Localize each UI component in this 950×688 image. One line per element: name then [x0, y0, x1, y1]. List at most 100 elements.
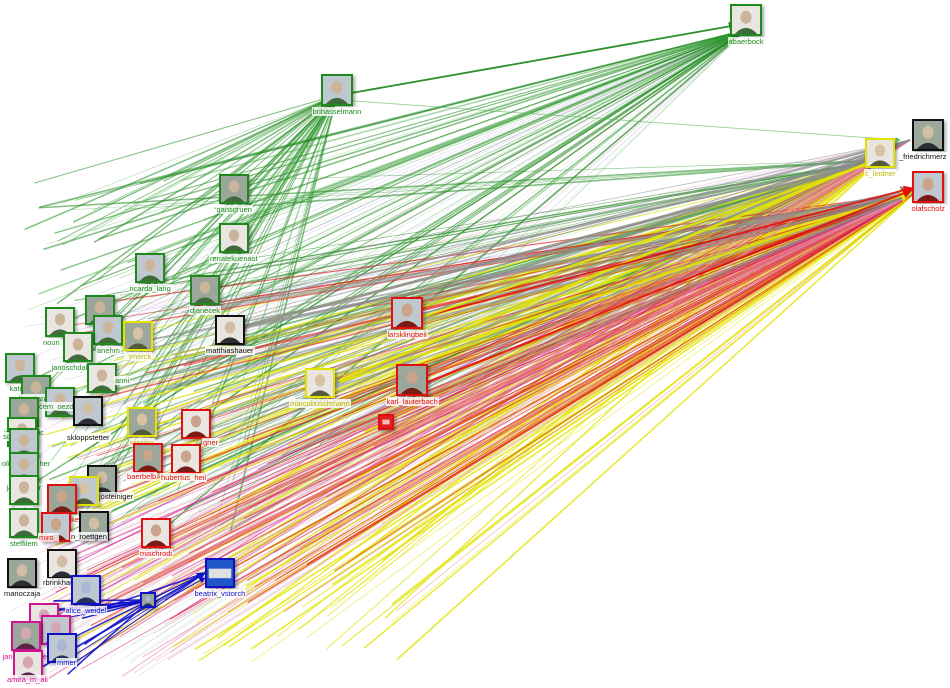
graph-edge	[43, 192, 916, 436]
graph-edge	[95, 29, 747, 313]
graph-edge	[419, 188, 913, 386]
graph-edge	[163, 94, 338, 182]
graph-edge	[24, 94, 338, 231]
profile-photo-icon	[173, 446, 199, 472]
node-brihasselmann[interactable]	[321, 74, 353, 106]
graph-edge	[419, 158, 882, 320]
node-nouri[interactable]	[45, 307, 75, 337]
node-katdro[interactable]	[5, 353, 35, 383]
graph-edge	[145, 192, 916, 374]
graph-edge	[81, 599, 151, 620]
graph-edge	[339, 99, 901, 143]
profile-photo-icon	[49, 551, 75, 577]
node-ricarda-lang[interactable]	[135, 253, 165, 283]
graph-edge	[169, 94, 338, 286]
node-beatrix-vstorch[interactable]	[205, 558, 235, 588]
node-kuehnikev[interactable]	[47, 484, 77, 514]
graph-edge	[251, 192, 916, 650]
profile-photo-icon	[89, 365, 115, 391]
graph-edge	[132, 192, 916, 556]
profile-photo-icon	[49, 486, 75, 512]
node-mmer[interactable]	[47, 633, 77, 663]
graph-edge	[391, 192, 916, 605]
node-abaerbock[interactable]	[730, 4, 762, 36]
graph-edge	[182, 29, 747, 249]
graph-edge	[36, 29, 747, 482]
node-hubertus-heil[interactable]	[171, 444, 201, 474]
graph-edge	[223, 159, 881, 288]
graph-edge	[61, 29, 747, 340]
graph-edge	[76, 139, 911, 459]
node-alice-weidel[interactable]	[71, 575, 101, 605]
node-spd-small[interactable]	[378, 414, 394, 430]
graph-edge	[49, 192, 916, 579]
node-marcobuschmann[interactable]	[305, 368, 335, 398]
node-wissing[interactable]	[127, 407, 157, 437]
profile-photo-icon	[11, 510, 37, 536]
profile-photo-icon	[143, 520, 169, 546]
graph-edge	[34, 94, 338, 184]
node-baerbelb[interactable]	[133, 443, 163, 473]
graph-edge	[86, 29, 747, 482]
node-schulze[interactable]	[9, 475, 39, 505]
graph-edge	[149, 192, 916, 608]
node-cem-oezdemir[interactable]	[45, 387, 75, 417]
graph-edge	[194, 192, 916, 650]
node-friedrichmerz[interactable]	[912, 119, 944, 151]
graph-edge	[113, 192, 916, 390]
node-matthiashauer[interactable]	[215, 315, 245, 345]
graph-edge	[74, 572, 206, 664]
node-anehm[interactable]	[93, 315, 123, 345]
node-skloppstetter[interactable]	[73, 396, 103, 426]
node-larsklingbeil[interactable]	[391, 297, 423, 329]
node-gansgruen[interactable]	[219, 174, 249, 204]
graph-edge	[204, 192, 916, 481]
node-karl-lauterbach[interactable]	[396, 364, 428, 396]
profile-photo-icon	[49, 635, 75, 661]
graph-edge	[306, 192, 916, 566]
graph-edge	[121, 139, 911, 677]
profile-photo-icon	[323, 76, 351, 104]
graph-edge	[395, 192, 916, 662]
graph-edge	[229, 186, 914, 332]
node-jmerck[interactable]	[123, 321, 153, 351]
node-afd-small[interactable]	[140, 592, 156, 608]
node-c-lindner[interactable]	[865, 138, 895, 168]
node-renatekuenast[interactable]	[219, 223, 249, 253]
node-mischrodi[interactable]	[141, 518, 171, 548]
graph-edge	[37, 192, 916, 591]
graph-edge	[119, 139, 911, 296]
profile-photo-icon	[73, 577, 99, 603]
profile-photo-icon	[307, 370, 333, 396]
profile-photo-icon	[81, 513, 107, 539]
graph-edge	[213, 29, 747, 487]
graph-edge	[142, 192, 916, 658]
graph-edge	[185, 139, 911, 363]
node-steffilemke[interactable]	[9, 508, 39, 538]
node-amira-m-ali[interactable]	[13, 650, 43, 680]
graph-edge	[306, 192, 916, 638]
node-olafscholz[interactable]	[912, 171, 944, 203]
profile-photo-icon	[221, 176, 247, 202]
graph-edge	[54, 29, 747, 234]
graph-edge	[53, 599, 151, 602]
graph-edge	[164, 577, 206, 601]
node-miro-[interactable]	[41, 512, 71, 542]
node-sven[interactable]	[85, 295, 115, 325]
profile-photo-icon	[142, 594, 154, 606]
node-janine-wissler[interactable]	[11, 621, 41, 651]
node-gner[interactable]	[181, 409, 211, 439]
node-n-roettgen[interactable]	[79, 511, 109, 541]
node-anni[interactable]	[87, 363, 117, 393]
node-janoschdahmen[interactable]	[63, 332, 93, 362]
graph-edge	[326, 159, 881, 650]
node-djanecek[interactable]	[190, 275, 220, 305]
profile-photo-icon	[192, 277, 218, 303]
profile-photo-icon	[393, 299, 421, 327]
graph-edge	[43, 29, 747, 251]
profile-photo-icon	[13, 623, 39, 649]
node-marioczaja[interactable]	[7, 558, 37, 588]
node-rbrinkhaus[interactable]	[47, 549, 77, 579]
profile-photo-icon	[95, 317, 121, 343]
graph-edge	[396, 192, 916, 612]
